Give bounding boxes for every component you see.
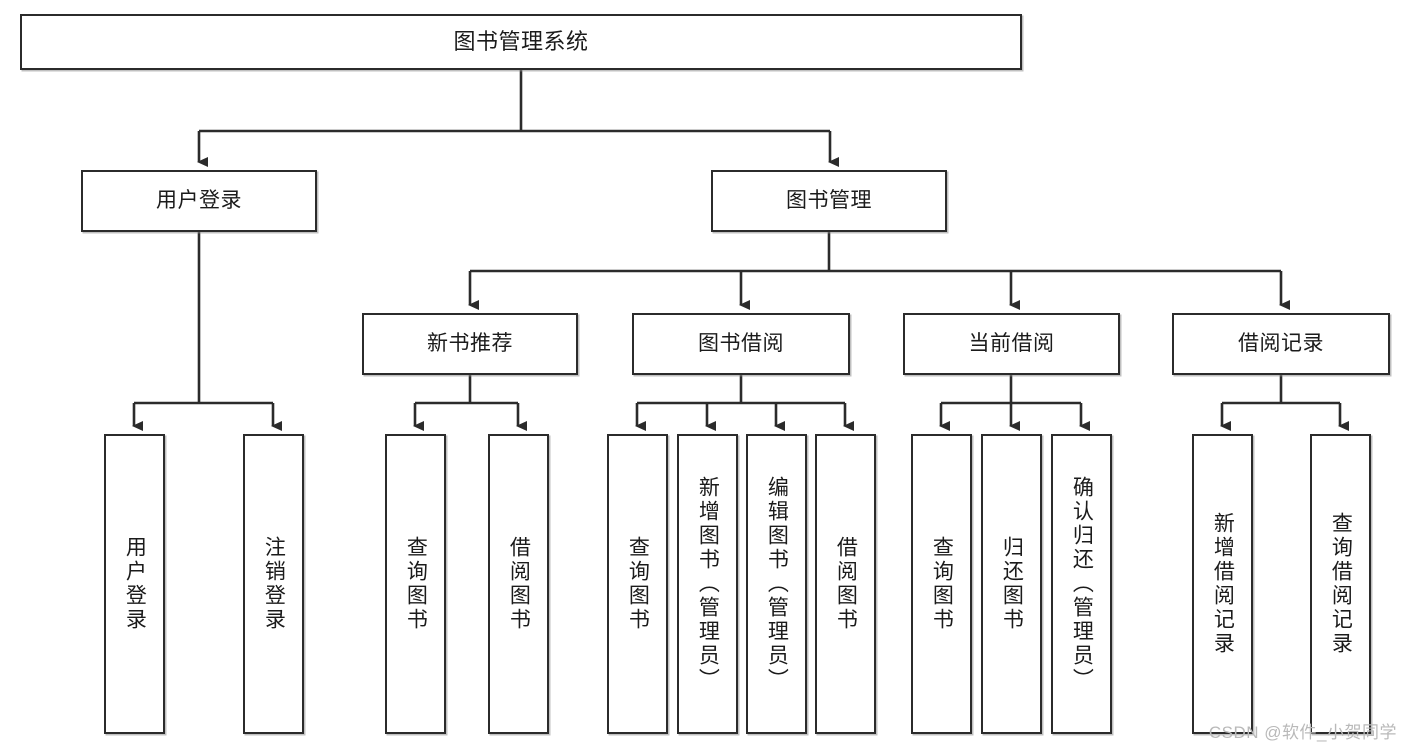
node-root[interactable]: 图书管理系统 xyxy=(20,14,1022,70)
node-book-borrow[interactable]: 图书借阅 xyxy=(632,313,850,375)
leaf-book-borrow-3-label: 借阅图书 xyxy=(834,536,858,632)
leaf-book-borrow-1[interactable]: 新增图书（管理员） xyxy=(677,434,738,734)
leaf-new-book-recommend-0[interactable]: 查询图书 xyxy=(385,434,446,734)
node-borrow-record-label: 借阅记录 xyxy=(1238,331,1324,355)
node-borrow-record[interactable]: 借阅记录 xyxy=(1172,313,1390,375)
csdn-watermark: CSDN @软件_小贺同学 xyxy=(1208,723,1397,742)
leaf-current-borrow-2[interactable]: 确认归还（管理员） xyxy=(1051,434,1112,734)
leaf-book-borrow-2[interactable]: 编辑图书（管理员） xyxy=(746,434,807,734)
leaf-book-borrow-0[interactable]: 查询图书 xyxy=(607,434,668,734)
leaf-new-book-recommend-0-label: 查询图书 xyxy=(404,536,428,632)
leaf-user-login-1[interactable]: 注销登录 xyxy=(243,434,304,734)
node-book-manage[interactable]: 图书管理 xyxy=(711,170,947,232)
node-user-login-label: 用户登录 xyxy=(156,188,242,212)
node-user-login[interactable]: 用户登录 xyxy=(81,170,317,232)
node-current-borrow[interactable]: 当前借阅 xyxy=(903,313,1120,375)
leaf-current-borrow-0[interactable]: 查询图书 xyxy=(911,434,972,734)
leaf-borrow-record-1[interactable]: 查询借阅记录 xyxy=(1310,434,1371,734)
node-root-label: 图书管理系统 xyxy=(453,29,589,55)
leaf-current-borrow-1-label: 归还图书 xyxy=(1000,536,1024,632)
node-new-book-recommend-label: 新书推荐 xyxy=(427,331,513,355)
leaf-current-borrow-1[interactable]: 归还图书 xyxy=(981,434,1042,734)
node-book-borrow-label: 图书借阅 xyxy=(698,331,784,355)
leaf-book-borrow-0-label: 查询图书 xyxy=(626,536,650,632)
leaf-borrow-record-0[interactable]: 新增借阅记录 xyxy=(1192,434,1253,734)
leaf-new-book-recommend-1-label: 借阅图书 xyxy=(507,536,531,632)
leaf-current-borrow-0-label: 查询图书 xyxy=(930,536,954,632)
node-new-book-recommend[interactable]: 新书推荐 xyxy=(362,313,578,375)
leaf-current-borrow-2-label: 确认归还（管理员） xyxy=(1070,476,1094,692)
leaf-book-borrow-2-label: 编辑图书（管理员） xyxy=(765,476,789,692)
leaf-user-login-0[interactable]: 用户登录 xyxy=(104,434,165,734)
node-current-borrow-label: 当前借阅 xyxy=(968,331,1055,355)
leaf-user-login-0-label: 用户登录 xyxy=(123,536,147,632)
leaf-new-book-recommend-1[interactable]: 借阅图书 xyxy=(488,434,549,734)
leaf-borrow-record-0-label: 新增借阅记录 xyxy=(1211,512,1235,656)
leaf-user-login-1-label: 注销登录 xyxy=(262,536,286,632)
leaf-book-borrow-1-label: 新增图书（管理员） xyxy=(696,476,720,692)
leaf-borrow-record-1-label: 查询借阅记录 xyxy=(1329,512,1353,656)
leaf-book-borrow-3[interactable]: 借阅图书 xyxy=(815,434,876,734)
node-book-manage-label: 图书管理 xyxy=(786,188,872,212)
